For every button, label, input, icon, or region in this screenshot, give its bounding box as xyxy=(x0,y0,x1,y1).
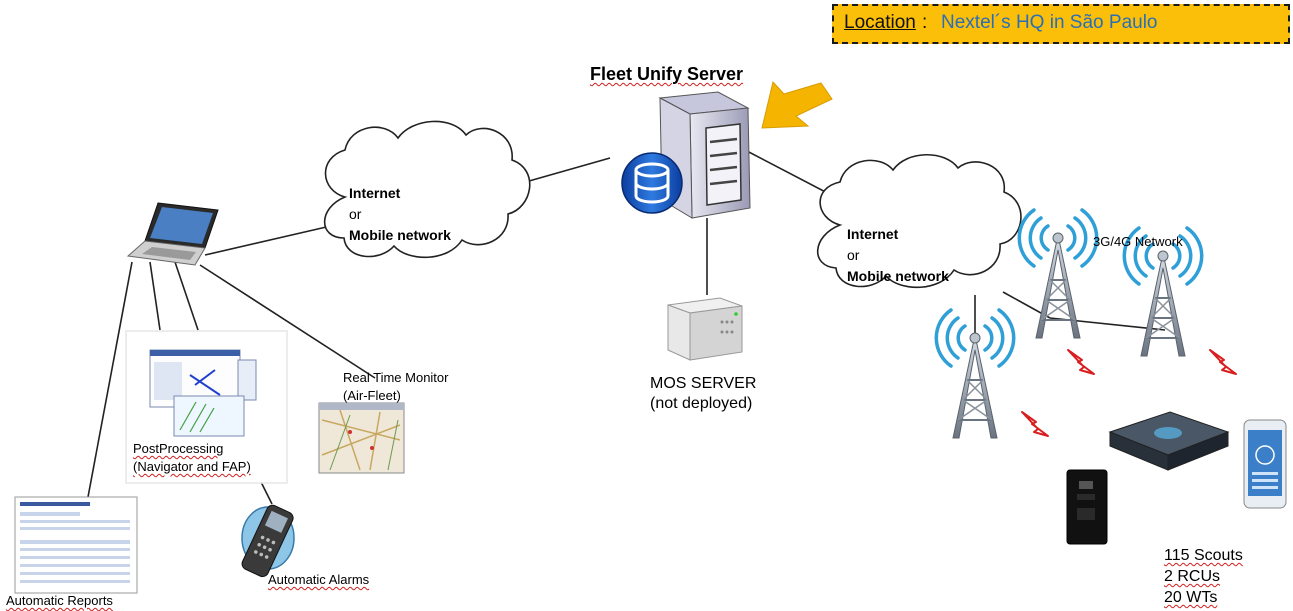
pointer-arrow-icon xyxy=(761,80,833,129)
cloud-left-label: Internet or Mobile network xyxy=(349,183,451,246)
mos-server-icon xyxy=(667,297,743,361)
realtime-line2: (Air-Fleet) xyxy=(343,388,401,403)
location-banner: Location: Nextel´s HQ in São Paulo xyxy=(832,4,1290,44)
lightning-signal-icon xyxy=(1209,349,1237,375)
location-label: Location xyxy=(844,12,916,33)
smartphone-icon xyxy=(1243,419,1287,509)
cloud-left-line2: or xyxy=(349,206,362,222)
mobile-phone-icon xyxy=(241,504,295,578)
cloud-right-label: Internet or Mobile network xyxy=(847,224,949,287)
mos-line1: MOS SERVER xyxy=(650,375,757,392)
scout-device-icon xyxy=(1066,469,1108,545)
reports-label: Automatic Reports xyxy=(6,593,113,608)
network-label: 3G/4G Network xyxy=(1093,234,1183,249)
lightning-signal-icon xyxy=(1021,411,1049,437)
realtime-label: Real Time Monitor (Air-Fleet) xyxy=(343,369,448,405)
database-icon xyxy=(621,152,683,214)
cloud-right-line1: Internet xyxy=(847,226,899,242)
postprocessing-line2: (Navigator and FAP) xyxy=(133,459,251,474)
postprocessing-line1: PostProcessing xyxy=(133,441,224,456)
lightning-signal-icon xyxy=(1067,349,1095,375)
devices-line1: 115 Scouts xyxy=(1164,547,1243,564)
server-tower-icon xyxy=(658,91,751,219)
cloud-left xyxy=(323,120,531,259)
report-document-icon xyxy=(14,496,138,594)
realtime-line1: Real Time Monitor xyxy=(343,370,449,385)
screenshot-thumbnail xyxy=(149,349,257,437)
mos-line2: (not deployed) xyxy=(650,395,753,412)
cloud-right-line2: or xyxy=(847,247,860,263)
alarms-label: Automatic Alarms xyxy=(268,572,370,587)
server-title: Fleet Unify Server xyxy=(590,64,744,84)
laptop-icon xyxy=(126,202,219,266)
cloud-right-line3: Mobile network xyxy=(847,268,949,284)
rcu-device-icon xyxy=(1108,411,1230,471)
mos-label: MOS SERVER (not deployed) xyxy=(650,374,756,414)
location-value: Nextel´s HQ in São Paulo xyxy=(941,12,1158,33)
devices-line3: 20 WTs xyxy=(1164,589,1218,606)
cloud-left-line3: Mobile network xyxy=(349,227,451,243)
location-separator: : xyxy=(922,12,928,33)
postprocessing-label: PostProcessing (Navigator and FAP) xyxy=(133,440,251,476)
cloud-right xyxy=(816,153,1022,289)
screenshot-thumbnail xyxy=(318,402,405,474)
devices-line2: 2 RCUs xyxy=(1164,568,1221,585)
cloud-left-line1: Internet xyxy=(349,185,401,201)
devices-label: 115 Scouts 2 RCUs 20 WTs xyxy=(1164,545,1243,608)
